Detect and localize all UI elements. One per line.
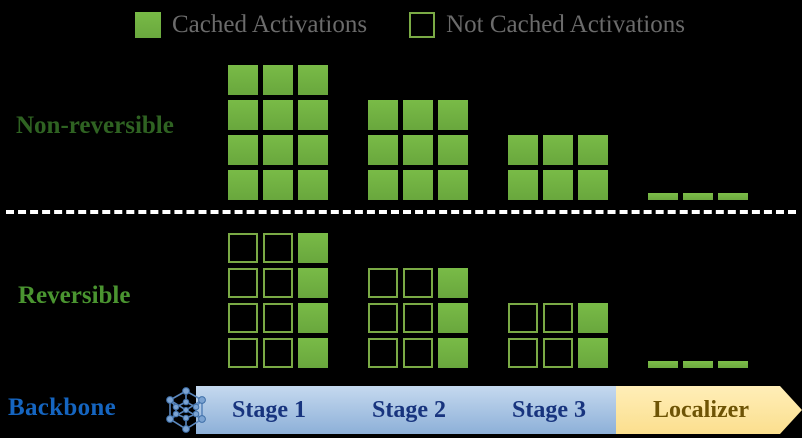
activation-cell <box>298 268 328 298</box>
activation-cell <box>578 303 608 333</box>
row-label-reversible: Reversible <box>18 282 131 309</box>
activation-cell <box>263 268 293 298</box>
legend-label-not-cached: Not Cached Activations <box>446 11 685 38</box>
activation-cell <box>298 170 328 200</box>
activation-cell <box>228 268 258 298</box>
activation-cell <box>578 170 608 200</box>
activation-cell <box>368 338 398 368</box>
activation-cell <box>543 303 573 333</box>
activation-cell <box>508 303 538 333</box>
activation-cell <box>403 170 433 200</box>
activation-cell <box>228 338 258 368</box>
activation-cell <box>228 170 258 200</box>
activation-cell <box>228 65 258 95</box>
activation-cell <box>543 135 573 165</box>
activation-cell <box>543 338 573 368</box>
activation-cell <box>403 135 433 165</box>
legend: Cached Activations Not Cached Activation… <box>135 8 775 42</box>
activation-cell <box>438 338 468 368</box>
section-divider <box>6 210 796 214</box>
cached-swatch-icon <box>135 12 161 38</box>
activation-cell <box>298 135 328 165</box>
activation-cell <box>683 361 713 368</box>
activation-cell <box>648 361 678 368</box>
activation-cell <box>508 170 538 200</box>
activation-cell <box>263 338 293 368</box>
activation-cell <box>438 100 468 130</box>
activation-cell <box>263 233 293 263</box>
activation-cell <box>648 193 678 200</box>
activation-cell <box>683 193 713 200</box>
legend-item-not-cached: Not Cached Activations <box>409 11 685 39</box>
activation-cell <box>438 268 468 298</box>
activation-cell <box>368 303 398 333</box>
backbone-label: Backbone <box>8 394 116 421</box>
activation-cell <box>263 100 293 130</box>
activation-cell <box>263 65 293 95</box>
activation-cell <box>228 303 258 333</box>
activation-cell <box>263 170 293 200</box>
activation-cell <box>718 193 748 200</box>
pipeline-stage-4[interactable]: Localizer <box>616 386 802 434</box>
activation-cell <box>298 100 328 130</box>
pipeline-stage-label: Stage 1 <box>232 396 306 423</box>
activation-cell <box>298 303 328 333</box>
activation-cell <box>403 338 433 368</box>
pipeline-stage-3[interactable]: Stage 3 <box>476 386 638 434</box>
activation-cell <box>228 135 258 165</box>
activation-cell <box>368 135 398 165</box>
activation-cell <box>718 361 748 368</box>
pipeline-stage-1[interactable]: Stage 1 <box>196 386 358 434</box>
activation-cell <box>263 135 293 165</box>
pipeline-bar: Backbone Stage 1 Stage 2 Stage 3 Localizer <box>0 386 802 434</box>
activation-cell <box>298 65 328 95</box>
activation-cell <box>403 268 433 298</box>
neural-network-icon <box>166 387 206 433</box>
activation-cell <box>298 233 328 263</box>
activation-cell <box>578 135 608 165</box>
pipeline-stage-label: Localizer <box>653 396 749 423</box>
activation-cell <box>298 338 328 368</box>
activation-cell <box>368 170 398 200</box>
activation-cell <box>368 100 398 130</box>
activation-cell <box>438 303 468 333</box>
pipeline-stage-label: Stage 3 <box>512 396 586 423</box>
pipeline-stage-label: Stage 2 <box>372 396 446 423</box>
activation-cell <box>368 268 398 298</box>
legend-label-cached: Cached Activations <box>172 11 368 38</box>
activation-cell <box>438 135 468 165</box>
activation-cell <box>263 303 293 333</box>
activation-cell <box>228 233 258 263</box>
activation-cell <box>403 303 433 333</box>
legend-item-cached: Cached Activations <box>135 11 367 39</box>
row-label-non-reversible: Non-reversible <box>16 112 174 139</box>
pipeline-stage-2[interactable]: Stage 2 <box>336 386 498 434</box>
activation-cell <box>438 170 468 200</box>
activation-cell <box>543 170 573 200</box>
activation-cell <box>403 100 433 130</box>
activation-cell <box>508 135 538 165</box>
activation-cell <box>578 338 608 368</box>
not-cached-swatch-icon <box>409 12 436 38</box>
activation-cell <box>228 100 258 130</box>
activation-cell <box>508 338 538 368</box>
